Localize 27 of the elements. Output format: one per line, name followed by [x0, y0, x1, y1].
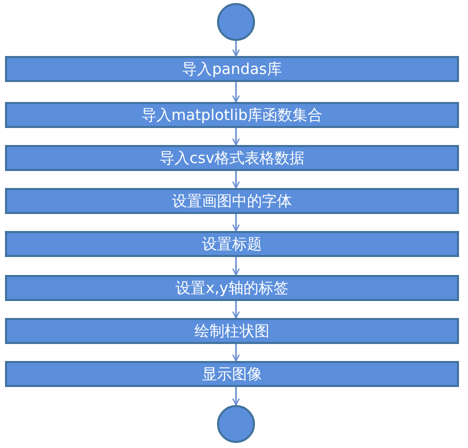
arrow: [232, 344, 240, 362]
arrow: [232, 128, 240, 146]
step-label: 设置标题: [202, 236, 262, 252]
circle-node: [217, 3, 255, 41]
arrow: [232, 257, 240, 276]
process-box: [5, 188, 459, 214]
circle-node: [217, 405, 255, 443]
step-label: 导入matplotlib库函数集合: [141, 106, 323, 124]
process-box: [5, 102, 459, 128]
step-label: 导入pandas库: [182, 60, 282, 78]
process-box: [5, 318, 459, 344]
step-label: 绘制柱状图: [194, 322, 270, 340]
arrow: [232, 301, 240, 319]
arrow: [232, 41, 240, 57]
process-box: [5, 145, 459, 171]
step-label: 设置画图中的字体: [172, 192, 292, 210]
step-label: 导入csv格式表格数据: [160, 150, 304, 166]
process-box: [5, 361, 459, 387]
process-box: [5, 231, 459, 257]
arrow: [232, 171, 240, 189]
arrow: [232, 387, 240, 406]
process-box: [5, 275, 459, 301]
arrow: [232, 82, 240, 103]
process-box: [5, 56, 459, 82]
arrow: [232, 214, 240, 232]
step-label: 显示图像: [202, 366, 262, 382]
step-label: 设置x,y轴的标签: [176, 280, 288, 296]
